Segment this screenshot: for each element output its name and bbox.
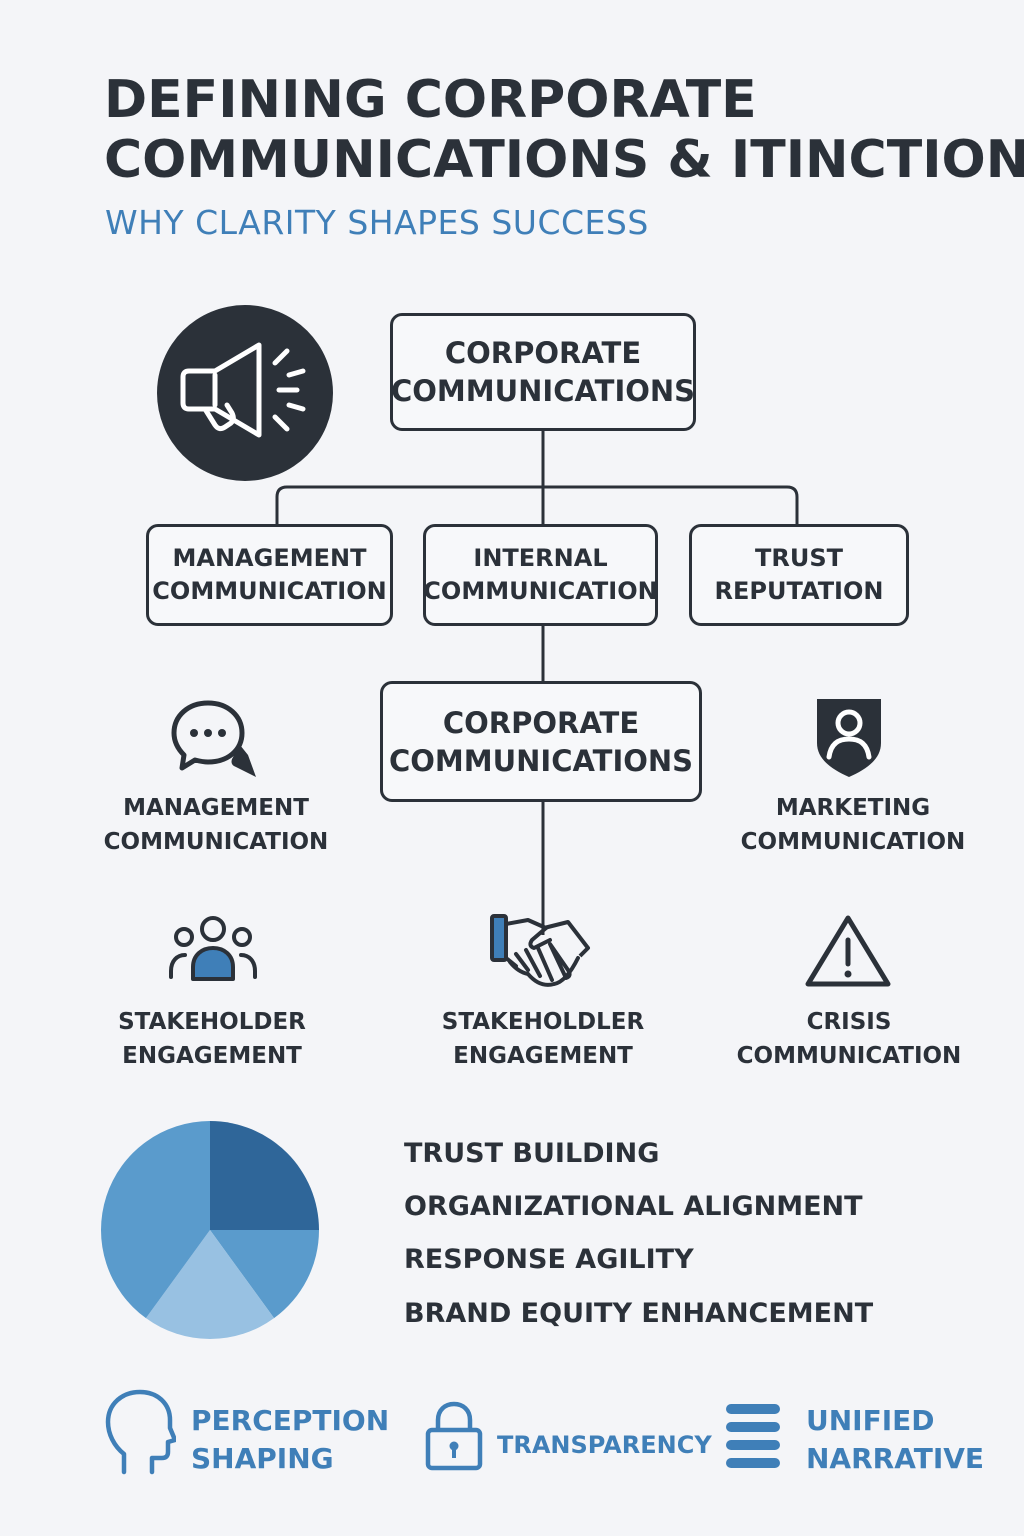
- trust-box-line-1: TRUST: [755, 544, 843, 572]
- top-box-line-2: COMMUNICATIONS: [390, 374, 696, 408]
- management-box-line-1: MANAGEMENT: [172, 544, 367, 572]
- handshake-label-line-1: STAKEHOLDLER: [441, 1009, 645, 1035]
- pie-slice-1: [210, 1121, 319, 1230]
- pie-slice-2: [210, 1230, 319, 1319]
- internal-communication-box: INTERNAL COMMUNICATION: [423, 524, 658, 626]
- management-box-line-2: COMMUNICATION: [152, 577, 387, 605]
- handshake-label: STAKEHOLDLER ENGAGEMENT: [420, 1005, 666, 1073]
- speech-bubble-icon: [170, 695, 262, 785]
- benefit-response-agility: RESPONSE AGILITY: [404, 1244, 694, 1275]
- handshake-icon: [488, 910, 592, 1000]
- benefit-brand-equity-enhancement: BRAND EQUITY ENHANCEMENT: [404, 1298, 874, 1329]
- transparency-label: TRANSPARENCY: [497, 1428, 712, 1462]
- center-box-line-2: COMMUNICATIONS: [388, 743, 694, 778]
- unified-line-2: NARRATIVE: [806, 1442, 985, 1475]
- speech-label: MANAGEMENT COMMUNICATION: [100, 791, 332, 859]
- internal-box-line-2: COMMUNICATION: [423, 577, 658, 605]
- padlock-icon: [424, 1400, 484, 1476]
- management-communication-box: MANAGEMENT COMMUNICATION: [146, 524, 393, 626]
- pie-chart: [101, 1121, 319, 1339]
- center-corporate-communications-box: CORPORATE COMMUNICATIONS: [380, 681, 702, 802]
- people-label: STAKEHOLDER ENGAGEMENT: [96, 1005, 328, 1073]
- benefit-organizational-alignment: ORGANIZATIONAL ALIGNMENT: [404, 1191, 863, 1222]
- shield-label-line-2: COMMUNICATION: [740, 829, 966, 855]
- warning-label-line-2: COMMUNICATION: [736, 1043, 962, 1069]
- shield-label-line-1: MARKETING: [775, 795, 931, 821]
- speech-label-line-2: COMMUNICATION: [103, 829, 329, 855]
- top-corporate-communications-box: CORPORATE COMMUNICATIONS: [390, 313, 696, 431]
- shield-person-icon: [813, 695, 885, 783]
- transparency-line-1: TRANSPARENCY: [497, 1431, 712, 1459]
- people-label-line-2: ENGAGEMENT: [122, 1043, 302, 1069]
- title-line-1: DEFINING CORPORATE: [104, 70, 757, 130]
- warning-label-line-1: CRISIS: [806, 1009, 892, 1035]
- warning-icon: [804, 912, 892, 994]
- speech-label-line-1: MANAGEMENT: [123, 795, 309, 821]
- perception-line-1: PERCEPTION: [191, 1404, 390, 1437]
- top-box-line-1: CORPORATE: [444, 336, 642, 370]
- people-group-icon: [168, 915, 258, 989]
- benefit-trust-building: TRUST BUILDING: [404, 1138, 660, 1169]
- people-label-line-1: STAKEHOLDER: [118, 1009, 306, 1035]
- unified-line-1: UNIFIED: [806, 1404, 935, 1437]
- shield-label: MARKETING COMMUNICATION: [730, 791, 976, 859]
- internal-box-line-1: INTERNAL: [473, 544, 608, 572]
- megaphone-icon: [157, 305, 333, 485]
- warning-label: CRISIS COMMUNICATION: [726, 1005, 972, 1073]
- handshake-label-line-2: ENGAGEMENT: [453, 1043, 633, 1069]
- center-box-line-1: CORPORATE: [442, 705, 640, 740]
- trust-box-line-2: REPUTATION: [714, 577, 884, 605]
- pie-slice-3: [145, 1230, 275, 1339]
- pie-slice-4: [101, 1121, 210, 1319]
- connector-branch: [275, 485, 799, 527]
- page-title: DEFINING CORPORATE COMMUNICATIONS & ITIN…: [104, 70, 1024, 190]
- head-profile-icon: [104, 1388, 178, 1480]
- title-line-2: COMMUNICATIONS & ITINCTIONS: [104, 130, 1024, 190]
- trust-reputation-box: TRUST REPUTATION: [689, 524, 909, 626]
- stacked-lines-icon: [724, 1402, 782, 1474]
- page-subtitle: WHY CLARITY SHAPES SUCCESS: [105, 203, 649, 242]
- perception-shaping-label: PERCEPTION SHAPING: [191, 1402, 389, 1478]
- perception-line-2: SHAPING: [191, 1442, 334, 1475]
- unified-narrative-label: UNIFIED NARRATIVE: [806, 1402, 984, 1478]
